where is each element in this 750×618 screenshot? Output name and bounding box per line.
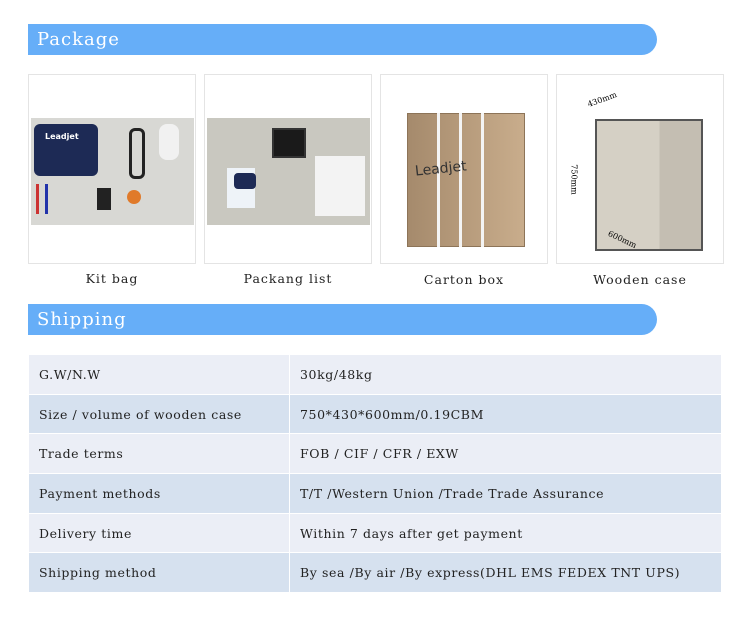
row-value: Within 7 days after get payment [289, 512, 722, 554]
row-key: Shipping method [28, 552, 290, 594]
row-value: 750*430*600mm/0.19CBM [289, 393, 722, 435]
packing-list-image [207, 118, 370, 225]
kit-bag-image: Leadjet [31, 118, 194, 225]
depth-dimension: 430mm [586, 90, 619, 109]
row-value: FOB / CIF / CFR / EXW [289, 433, 722, 475]
row-key: Delivery time [28, 512, 290, 554]
carton-box-caption: Carton box [423, 272, 505, 287]
carton-box-image: Leadjet [407, 113, 525, 247]
package-title: Package [37, 29, 120, 50]
shipping-title: Shipping [37, 309, 127, 330]
packing-list-card [204, 74, 372, 264]
wooden-case-card: 430mm 750mm 600mm [556, 74, 724, 264]
row-key: Payment methods [28, 473, 290, 514]
kit-bag-caption: Kit bag [85, 271, 139, 286]
row-value: 30kg/48kg [289, 354, 722, 395]
wooden-case-image [595, 119, 703, 251]
row-value: By sea /By air /By express(DHL EMS FEDEX… [289, 552, 722, 594]
wooden-case-caption: Wooden case [593, 272, 687, 287]
row-key: Size / volume of wooden case [28, 393, 290, 435]
height-dimension: 750mm [569, 164, 579, 195]
kit-bag-card: Leadjet [28, 74, 196, 264]
row-value: T/T /Western Union /Trade Trade Assuranc… [289, 473, 722, 514]
row-key: Trade terms [28, 433, 290, 475]
packing-list-caption: Packang list [243, 271, 333, 286]
package-banner: Package [28, 24, 657, 55]
shipping-banner: Shipping [28, 304, 657, 335]
carton-box-card: Leadjet [380, 74, 548, 264]
row-key: G.W/N.W [28, 354, 290, 395]
